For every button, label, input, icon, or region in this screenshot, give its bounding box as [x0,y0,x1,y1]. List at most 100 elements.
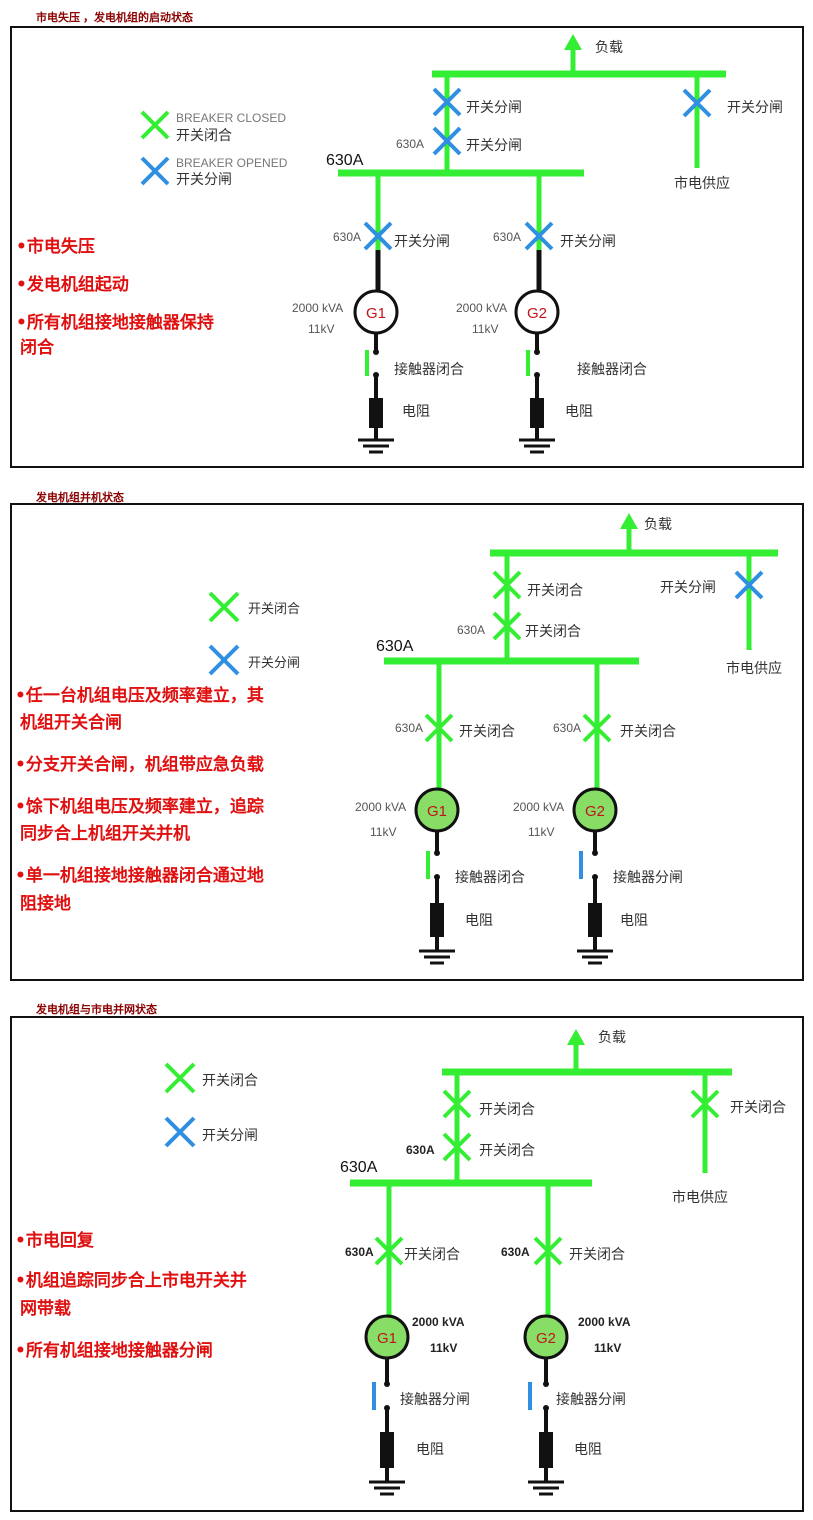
bullet-line-3: •所有机组接地接触器保持 [16,312,214,333]
generator-branch-g2: 630A 开关闭合 G2 2000 kVA 11kV 接触器分闸 电阻 [513,661,683,965]
g2-breaker-label: 开关闭合 [569,1247,625,1263]
bullet-line-4: 闭合 [20,337,55,358]
bus-rating: 630A [376,638,414,655]
g1-resistor-label: 电阻 [465,913,493,929]
utility-breaker-label: 开关分闸 [727,100,783,116]
g2-breaker-opened [524,221,554,251]
bullet-line-2: 机组开关合闸 [20,712,122,733]
g1-breaker-label: 开关闭合 [459,724,515,740]
bullet-line-4: •所有机组接地接触器分闸 [15,1340,213,1361]
g1-name: G1 [377,1330,397,1347]
lower-breaker-opened [432,126,462,156]
g1-contactor-label: 接触器闭合 [394,361,464,378]
g1-kva: 2000 kVA [292,301,343,315]
section-title-1: 市电失压 ，发电机组的启动状态 [36,12,194,24]
legend-opened-en: BREAKER OPENED [176,156,288,170]
g1-resistor [380,1432,394,1468]
g2-kva: 2000 kVA [578,1315,631,1329]
g2-resistor [588,903,602,937]
utility-breaker-label: 开关闭合 [730,1100,786,1116]
load-label: 负载 [595,40,623,56]
g1-resistor [369,398,383,428]
g1-breaker-closed [374,1236,404,1266]
g1-kv: 11kV [370,825,396,839]
upper-breaker-label: 开关分闸 [466,100,522,116]
single-line-diagram-3: 负载 开关闭合 630A 开关闭合 开关闭合 市电供应 630A 开关闭合 开关… [15,1029,786,1496]
g2-breaker-rating: 630A [501,1245,530,1259]
g1-kv: 11kV [308,322,334,336]
single-line-diagram-1: 负载 开关分闸 630A 开关分闸 开关分闸 市电供应 630A BREAKER… [16,34,783,454]
g2-kva: 2000 kVA [456,301,507,315]
bullet-line-3: 网带载 [20,1298,71,1319]
legend-opened-icon [208,644,240,676]
g1-kva: 2000 kVA [355,800,406,814]
legend-opened-cn: 开关分闸 [202,1128,258,1144]
legend-closed-cn: 开关闭合 [202,1073,258,1089]
diagram-panel-1: 负载 开关分闸 630A 开关分闸 开关分闸 市电供应 630A BREAKER… [10,26,804,468]
load-arrow-icon [564,34,582,50]
legend-opened-icon [164,1116,196,1148]
upper-breaker-label: 开关闭合 [527,583,583,599]
g2-contactor-label: 接触器闭合 [577,361,647,378]
g2-breaker-rating: 630A [493,230,521,244]
bullet-line-7: 阻接地 [20,893,71,914]
g1-contactor-label: 接触器闭合 [455,869,525,886]
g2-name: G2 [536,1330,556,1347]
g2-name: G2 [527,305,547,322]
load-label: 负载 [598,1030,626,1046]
g1-name: G1 [427,803,447,820]
bullet-line-1: •任一台机组电压及频率建立，其 [15,685,264,706]
g1-breaker-opened [363,221,393,251]
legend-closed-cn: 开关闭合 [176,128,232,144]
diagram-panel-3: 负载 开关闭合 630A 开关闭合 开关闭合 市电供应 630A 开关闭合 开关… [10,1016,804,1512]
g1-kv: 11kV [430,1341,457,1355]
lower-breaker-label: 开关闭合 [479,1143,535,1159]
utility-label: 市电供应 [726,660,782,677]
g1-breaker-rating: 630A [333,230,361,244]
generator-branch-g1: 630A 开关分闸 G1 2000 kVA 11kV 接触器闭合 电阻 [292,173,464,454]
generator-branch-g2: 630A 开关闭合 G2 2000 kVA 11kV 接触器分闸 电阻 [501,1183,631,1496]
utility-label: 市电供应 [672,1189,728,1206]
g1-resistor-label: 电阻 [416,1442,444,1458]
g2-kv: 11kV [472,322,498,336]
legend-opened-cn: 开关分闸 [176,172,232,188]
legend-opened-cn: 开关分闸 [248,656,300,671]
g1-ground-icon [369,1480,405,1496]
bus-rating: 630A [340,1159,378,1176]
legend-closed-cn: 开关闭合 [248,602,300,617]
single-line-diagram-2: 负载 开关闭合 630A 开关闭合 开关分闸 市电供应 630A 开关闭合 开关… [15,513,782,965]
g1-kva: 2000 kVA [412,1315,465,1329]
bullet-line-6: •单一机组接地接触器闭合通过地 [15,865,264,886]
g2-resistor [530,398,544,428]
diagram-panel-2: 负载 开关闭合 630A 开关闭合 开关分闸 市电供应 630A 开关闭合 开关… [10,503,804,981]
g2-breaker-label: 开关分闸 [560,234,616,250]
legend-opened-icon [140,156,170,186]
g2-kva: 2000 kVA [513,800,564,814]
g1-resistor-label: 电阻 [402,404,430,420]
legend-closed-en: BREAKER CLOSED [176,111,286,125]
g2-contactor-label: 接触器分闸 [613,869,683,886]
upper-breaker-label: 开关闭合 [479,1102,535,1118]
g1-breaker-label: 开关闭合 [404,1247,460,1263]
g2-resistor [539,1432,553,1468]
bus-rating: 630A [326,152,364,169]
utility-breaker-label: 开关分闸 [660,580,716,596]
g1-ground-icon [419,949,455,965]
utility-breaker-closed [690,1089,720,1119]
load-arrow-icon [620,513,638,529]
lower-breaker-rating: 630A [396,137,424,151]
g1-resistor [430,903,444,937]
utility-breaker-opened [682,88,712,118]
g2-breaker-label: 开关闭合 [620,724,676,740]
g2-ground-icon [528,1480,564,1496]
bullet-line-4: •馀下机组电压及频率建立，追踪 [15,796,264,817]
bullet-line-1: •市电失压 [16,236,95,257]
utility-breaker-opened [734,570,764,600]
bullet-line-5: 同步合上机组开关并机 [20,823,190,844]
g1-breaker-label: 开关分闸 [394,234,450,250]
g1-ground-icon [358,438,394,454]
g1-breaker-rating: 630A [345,1245,374,1259]
generator-branch-g2: 630A 开关分闸 G2 2000 kVA 11kV 接触器闭合 电阻 [456,173,647,454]
generator-branch-g1: 630A 开关闭合 G1 2000 kVA 11kV 接触器分闸 电阻 [345,1183,470,1496]
g2-ground-icon [519,438,555,454]
